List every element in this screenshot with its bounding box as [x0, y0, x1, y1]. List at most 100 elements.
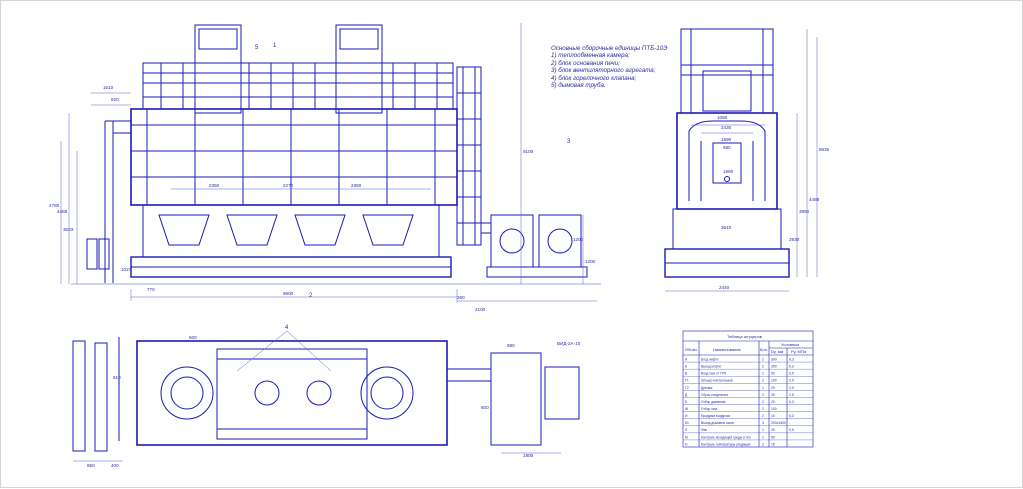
table-cell: 100 [771, 379, 777, 383]
assembly-notes: Основные сборочные единицы ПТБ-10Э 1) те… [551, 45, 711, 89]
dim-side-1: 2430 [721, 125, 732, 130]
plan-chamber [136, 340, 448, 446]
table-cell: 25 [771, 386, 775, 390]
table-cell: 1 [762, 435, 764, 439]
table-cell: - [789, 442, 790, 446]
table-cell: Ж [685, 407, 689, 411]
table-cell: Выход нефти [701, 365, 721, 369]
callout-1: 1 [273, 43, 277, 49]
dim-front-1: 2270 [283, 183, 294, 188]
table-cell: Д [685, 393, 688, 397]
table-cell: 2,5 [789, 393, 794, 397]
table-cell: 200х1500 [771, 421, 786, 425]
dim-side-0: 1060 [717, 115, 728, 120]
table-cell: 25 [771, 393, 775, 397]
table-cell: Вход нефти [701, 357, 719, 361]
table-cell: 300 [771, 365, 777, 369]
notes-item: 2) блок основания печи; [551, 59, 620, 67]
table-cell: К1 [685, 421, 689, 425]
table-cell: А [685, 357, 688, 361]
table-cell: Штуцер контрольный [701, 379, 733, 383]
dim-plan-7: ВИД-2А-10 [557, 341, 581, 346]
dim-side-5: 3610 [721, 225, 732, 230]
table-cell: 1 [762, 372, 764, 376]
table-cell: 20 [771, 400, 775, 404]
table-cell: - [789, 407, 790, 411]
dim-front-5: 2100 [475, 307, 486, 312]
table-header-2: Кол. [760, 347, 768, 352]
dim-front-8: 770 [147, 287, 155, 292]
dim-plan-3: 1900 [523, 453, 534, 458]
chimney-right [335, 24, 383, 114]
table-cell: Г1 [685, 379, 689, 383]
front-view-dimensions [60, 23, 597, 303]
table-cell: 2 [762, 442, 764, 446]
dim-plan-4: 650 [87, 463, 95, 468]
chimney-left [194, 24, 242, 114]
dim-side-9: 4488 [809, 197, 820, 202]
dim-side-7: 3950 [799, 209, 810, 214]
dim-front-11: 3633 [63, 227, 74, 232]
front-view-lines [71, 24, 601, 285]
table-cell: Е [685, 400, 688, 404]
table-cell: Отбор газа [701, 407, 717, 411]
table-cell: 0,5 [789, 372, 794, 376]
table-cell: 2 [762, 414, 764, 418]
callout-4: 4 [285, 325, 289, 331]
dim-front-12: 4780 [49, 203, 60, 208]
dim-front-14: 9100 [523, 149, 534, 154]
dim-side-10: 8635 [819, 147, 830, 152]
table-cell: 50 [771, 372, 775, 376]
dim-plan-6: 610 [113, 375, 121, 380]
dim-front-0: 2350 [209, 183, 220, 188]
dim-side-2: 1590 [721, 137, 732, 142]
dim-front-6: 1610 [103, 85, 114, 90]
table-cell: 6,3 [789, 365, 794, 369]
table-cell: 2,5 [789, 386, 794, 390]
table-header-3: Условные [781, 342, 800, 347]
table-cell: 25 [771, 428, 775, 432]
callout-3: 3 [567, 139, 571, 145]
dim-front-4: 260 [457, 295, 465, 300]
dim-front-2: 2350 [351, 183, 362, 188]
table-cell: Контроль исходящей среды в теп [701, 435, 751, 439]
table-cell: 2 [762, 400, 764, 404]
dim-side-3: 680 [723, 145, 731, 150]
callout-2: 2 [309, 293, 313, 299]
table-cell: - [789, 435, 790, 439]
table-cell: 15 [771, 414, 775, 418]
dim-front-7: 820 [111, 97, 119, 102]
table-cell: 2 [762, 357, 764, 361]
dim-plan-5: 400 [111, 463, 119, 468]
table-cell: Сброс конденсата [701, 393, 728, 397]
dim-side-4: 1960 [723, 169, 734, 174]
table-header-5: Pу, МПа [791, 349, 807, 354]
notes-item: 5) дымовая труба. [551, 82, 606, 90]
table-header-4: Dу, мм [771, 349, 783, 354]
table-cell: 2 [762, 365, 764, 369]
table-cell: М [685, 435, 688, 439]
table-cell: - [789, 421, 790, 425]
table-cell: Н [685, 442, 688, 446]
dim-plan-0: 500 [189, 335, 197, 340]
table-cell: 50 [771, 435, 775, 439]
table-cell: Вход газа от ГРП [701, 372, 727, 376]
table-title: Таблица штуцеров [727, 334, 762, 339]
front-view-labels: 2350 2270 2350 9600 260 2100 1610 820 77… [49, 43, 596, 312]
table-cell: 2 [762, 393, 764, 397]
table-cell: 2,5 [789, 379, 794, 383]
table-cell: 100 [771, 407, 777, 411]
dim-front-9: 1200 [585, 259, 596, 264]
dim-plan-1: 880 [507, 343, 515, 348]
table-cell: Б [685, 365, 688, 369]
notes-title: Основные сборочные единицы ПТБ-10Э [551, 45, 668, 52]
table-cell: 6,3 [789, 414, 794, 418]
table-cell: 0,5 [789, 428, 794, 432]
table-cell: Контроль температуры уходящих [701, 442, 751, 446]
plan-fan [490, 352, 542, 446]
table-cell: И [685, 414, 688, 418]
